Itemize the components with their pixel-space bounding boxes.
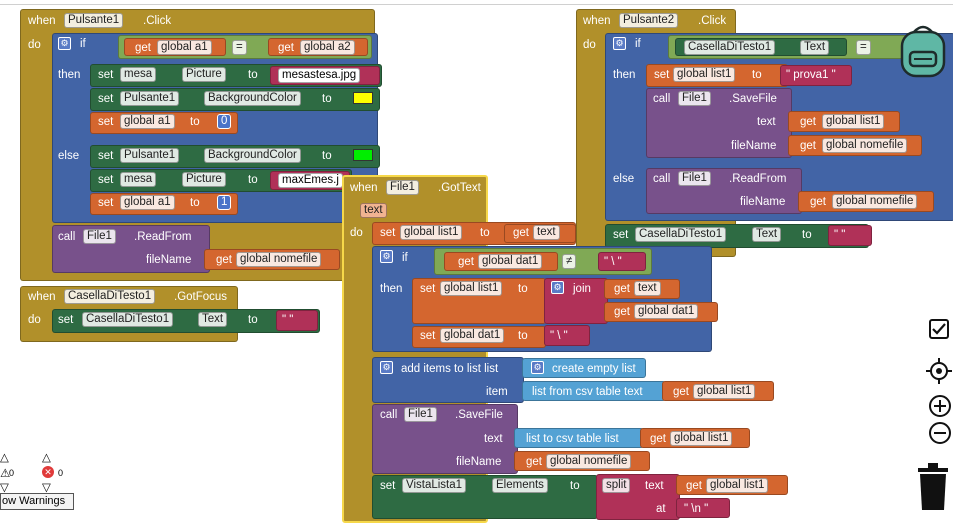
gear-icon[interactable]: ⚙ [551, 281, 564, 294]
component-dropdown[interactable]: Pulsante1 [64, 13, 124, 28]
zoom-in-icon[interactable] [928, 394, 952, 418]
gear-icon[interactable]: ⚙ [613, 37, 626, 50]
gear-icon[interactable]: ⚙ [58, 37, 71, 50]
gear-icon[interactable]: ⚙ [380, 250, 393, 263]
gear-icon[interactable]: ⚙ [531, 361, 544, 374]
operator-dropdown[interactable]: = [232, 40, 247, 55]
show-warnings-button[interactable]: ow Warnings [0, 493, 74, 510]
error-icon: ✕ [42, 466, 54, 478]
chevron-down-icon[interactable]: ▽ [42, 482, 51, 494]
chevron-up-icon[interactable]: △ [42, 452, 51, 464]
variable-dropdown[interactable]: global a1 [157, 40, 212, 55]
workspace-top-border [0, 4, 953, 5]
zoom-out-icon[interactable] [928, 421, 952, 445]
backpack-icon[interactable] [896, 22, 950, 80]
color-swatch-yellow[interactable] [353, 92, 373, 104]
call-file1-readfrom[interactable] [52, 225, 210, 273]
param-text[interactable]: text [360, 203, 387, 218]
trash-icon[interactable] [916, 462, 950, 512]
checkbox-icon[interactable] [928, 318, 950, 340]
chevron-up-icon[interactable]: △ [0, 452, 9, 464]
warning-icon: ⚠ [0, 468, 11, 480]
target-icon[interactable] [926, 358, 952, 384]
gear-icon[interactable]: ⚙ [380, 361, 393, 374]
variable-dropdown[interactable]: global a2 [300, 40, 355, 55]
chevron-down-icon[interactable]: ▽ [0, 482, 9, 494]
color-swatch-green[interactable] [353, 149, 373, 161]
